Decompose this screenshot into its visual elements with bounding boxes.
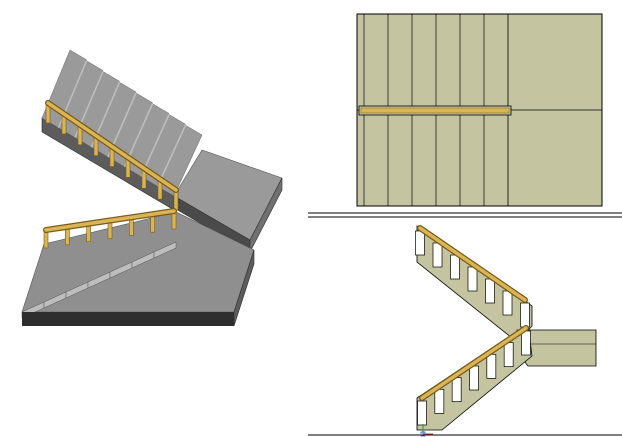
elev-lower-rail-baluster — [486, 353, 497, 379]
elev-lower-rail-baluster — [469, 365, 479, 391]
isometric-handrail-lower — [43, 208, 177, 249]
elev-lower-rail-bar-highlight — [420, 326, 528, 400]
plan-treads — [363, 14, 485, 206]
lower-step-riser — [153, 241, 177, 259]
elev-upper-rail-baluster — [485, 278, 495, 304]
elev-upper-rail-baluster — [467, 266, 478, 292]
iso-upper-rail-bar-highlight — [46, 101, 178, 192]
elev-upper-rail-baluster — [520, 302, 530, 328]
elev-upper-rail-baluster — [415, 230, 425, 256]
elev-upper-rail-bar-highlight — [418, 226, 527, 302]
isometric-view — [21, 49, 283, 327]
isometric-handrail-upper — [45, 100, 179, 211]
ucs-axis-icon — [420, 424, 433, 437]
elevation-handrail-upper — [415, 225, 530, 328]
iso-lower-rail-bar-highlight — [44, 209, 176, 232]
elev-lower-rail-baluster — [417, 400, 427, 426]
elevation-view — [308, 225, 622, 437]
upper-flight-steps — [41, 49, 203, 197]
elevation-handrail-lower — [417, 325, 531, 426]
elev-lower-rail-baluster — [451, 377, 462, 403]
lower-flight-base — [22, 312, 234, 326]
plan-view — [356, 13, 603, 207]
elev-upper-rail-baluster — [502, 290, 513, 316]
lower-flight-right — [233, 249, 255, 327]
elev-lower-rail-baluster — [503, 342, 514, 368]
upper-step-edge — [156, 124, 187, 187]
elev-upper-rail-baluster — [432, 242, 443, 268]
elev-lower-rail-baluster — [521, 330, 531, 356]
elev-lower-rail-baluster — [434, 388, 445, 414]
elev-upper-rail-baluster — [450, 254, 460, 280]
